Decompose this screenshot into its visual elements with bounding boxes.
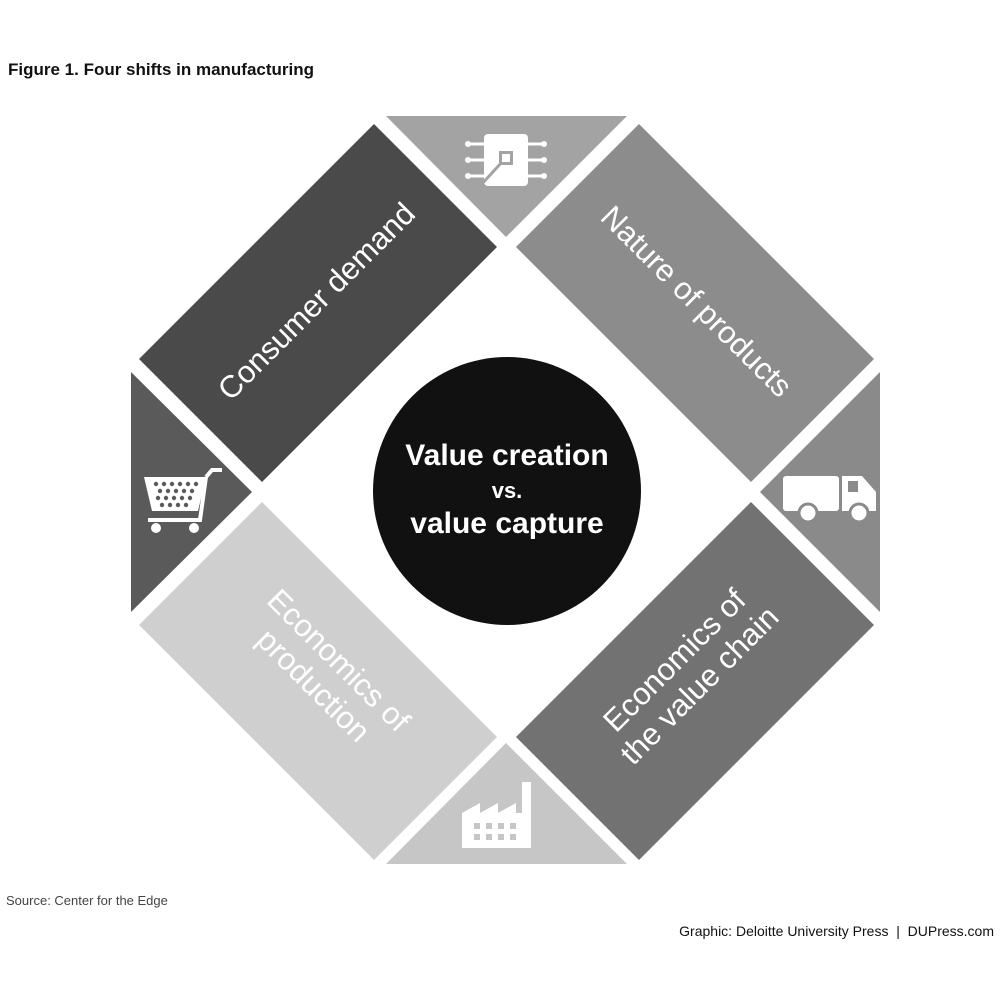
- figure-title: Figure 1. Four shifts in manufacturing: [8, 60, 315, 79]
- band-economics-of-production: [139, 502, 497, 860]
- center-circle: [373, 357, 641, 625]
- band-nature-of-products: [516, 124, 874, 482]
- band-consumer-demand: [139, 124, 497, 482]
- graphic-credit: Graphic: Deloitte University Press | DUP…: [679, 923, 994, 939]
- band-economics-of-value-chain: [516, 502, 874, 860]
- shopping-cart-icon: [144, 468, 222, 533]
- truck-icon: [783, 476, 876, 524]
- source-note: Source: Center for the Edge: [6, 893, 168, 908]
- bottom-corner-triangle: [386, 743, 627, 864]
- factory-icon: [462, 782, 531, 848]
- chip-icon: [465, 134, 547, 188]
- center-line1: Value creation: [405, 439, 608, 472]
- center-line2: vs.: [492, 478, 523, 503]
- center-line3: value capture: [410, 507, 603, 540]
